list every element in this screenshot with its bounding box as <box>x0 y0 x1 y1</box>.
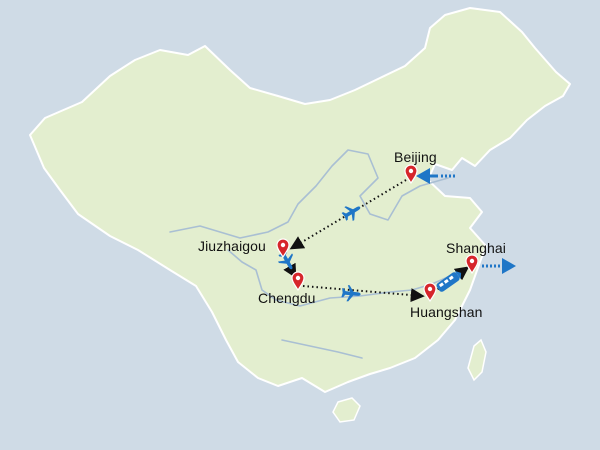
departure-arrow-icon <box>482 258 516 274</box>
china-landmass <box>29 7 571 393</box>
yellow-river <box>169 149 449 239</box>
route-segment-chengdu-huangshan <box>302 285 425 303</box>
arrival-arrow-icon <box>416 168 456 184</box>
map-pin-icon[interactable] <box>423 282 437 303</box>
train-icon <box>436 271 462 292</box>
city-label-beijing: Beijing <box>394 149 437 165</box>
taiwan-island <box>467 338 487 382</box>
map-pin-icon[interactable] <box>291 271 305 292</box>
travel-route <box>282 179 470 303</box>
pearl-river <box>281 339 363 359</box>
map-pin-icon[interactable] <box>465 254 479 275</box>
map-pin-icon[interactable] <box>276 238 290 259</box>
city-label-jiuzhaigou: Jiuzhaigou <box>198 238 266 254</box>
hainan-island <box>332 397 361 423</box>
city-label-huangshan: Huangshan <box>410 304 483 320</box>
city-label-chengdu: Chengdu <box>258 290 316 306</box>
map-pin-icon[interactable] <box>404 164 418 185</box>
city-label-shanghai: Shanghai <box>446 240 506 256</box>
